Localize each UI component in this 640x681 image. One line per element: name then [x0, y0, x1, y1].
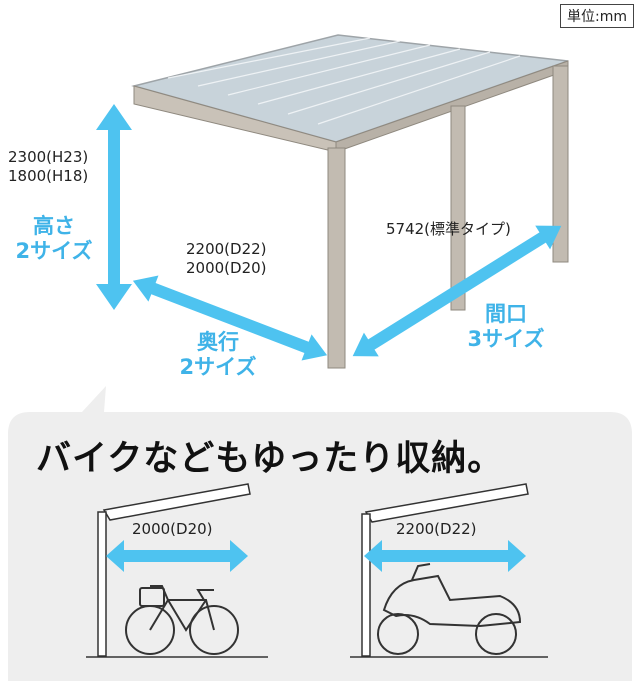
height-caption-line: 高さ: [33, 214, 75, 238]
dimension-arrows: [96, 104, 562, 361]
example-2-arrow: [364, 540, 526, 572]
width-arrow: [352, 225, 562, 357]
carport-front-post: [327, 147, 346, 369]
height-values: 2300(H23) 1800(H18): [8, 148, 88, 186]
headline: バイクなどもゆったり収納。: [36, 439, 504, 479]
carport-illustration: [131, 34, 569, 369]
width-caption-line: 3サイズ: [467, 327, 545, 351]
example-1-dimension: 2000(D20): [132, 520, 213, 538]
unit-label: 単位:mm: [560, 4, 634, 28]
example-2-dimension: 2200(D22): [396, 520, 477, 538]
example-bicycle-illustration: [86, 483, 268, 658]
width-caption: 間口 3サイズ: [456, 302, 556, 352]
height-arrow: [96, 104, 132, 310]
depth-caption: 奥行 2サイズ: [168, 330, 268, 380]
example-scooter-illustration: [350, 483, 548, 658]
depth-arrow: [132, 275, 328, 361]
carport-right-post: [552, 65, 569, 263]
depth-value: 2200(D22): [186, 240, 267, 258]
height-caption-line: 2サイズ: [15, 239, 93, 263]
example-1-arrow: [106, 540, 248, 572]
height-caption: 高さ 2サイズ: [6, 214, 102, 264]
depth-caption-line: 奥行: [197, 330, 239, 354]
width-value: 5742(標準タイプ): [386, 220, 511, 238]
depth-value: 2000(D20): [186, 259, 267, 277]
depth-caption-line: 2サイズ: [179, 355, 257, 379]
depth-values: 2200(D22) 2000(D20): [186, 240, 267, 278]
carport-middle-post: [450, 105, 466, 311]
width-caption-line: 間口: [485, 302, 527, 326]
height-value: 1800(H18): [8, 167, 89, 185]
height-value: 2300(H23): [8, 148, 89, 166]
